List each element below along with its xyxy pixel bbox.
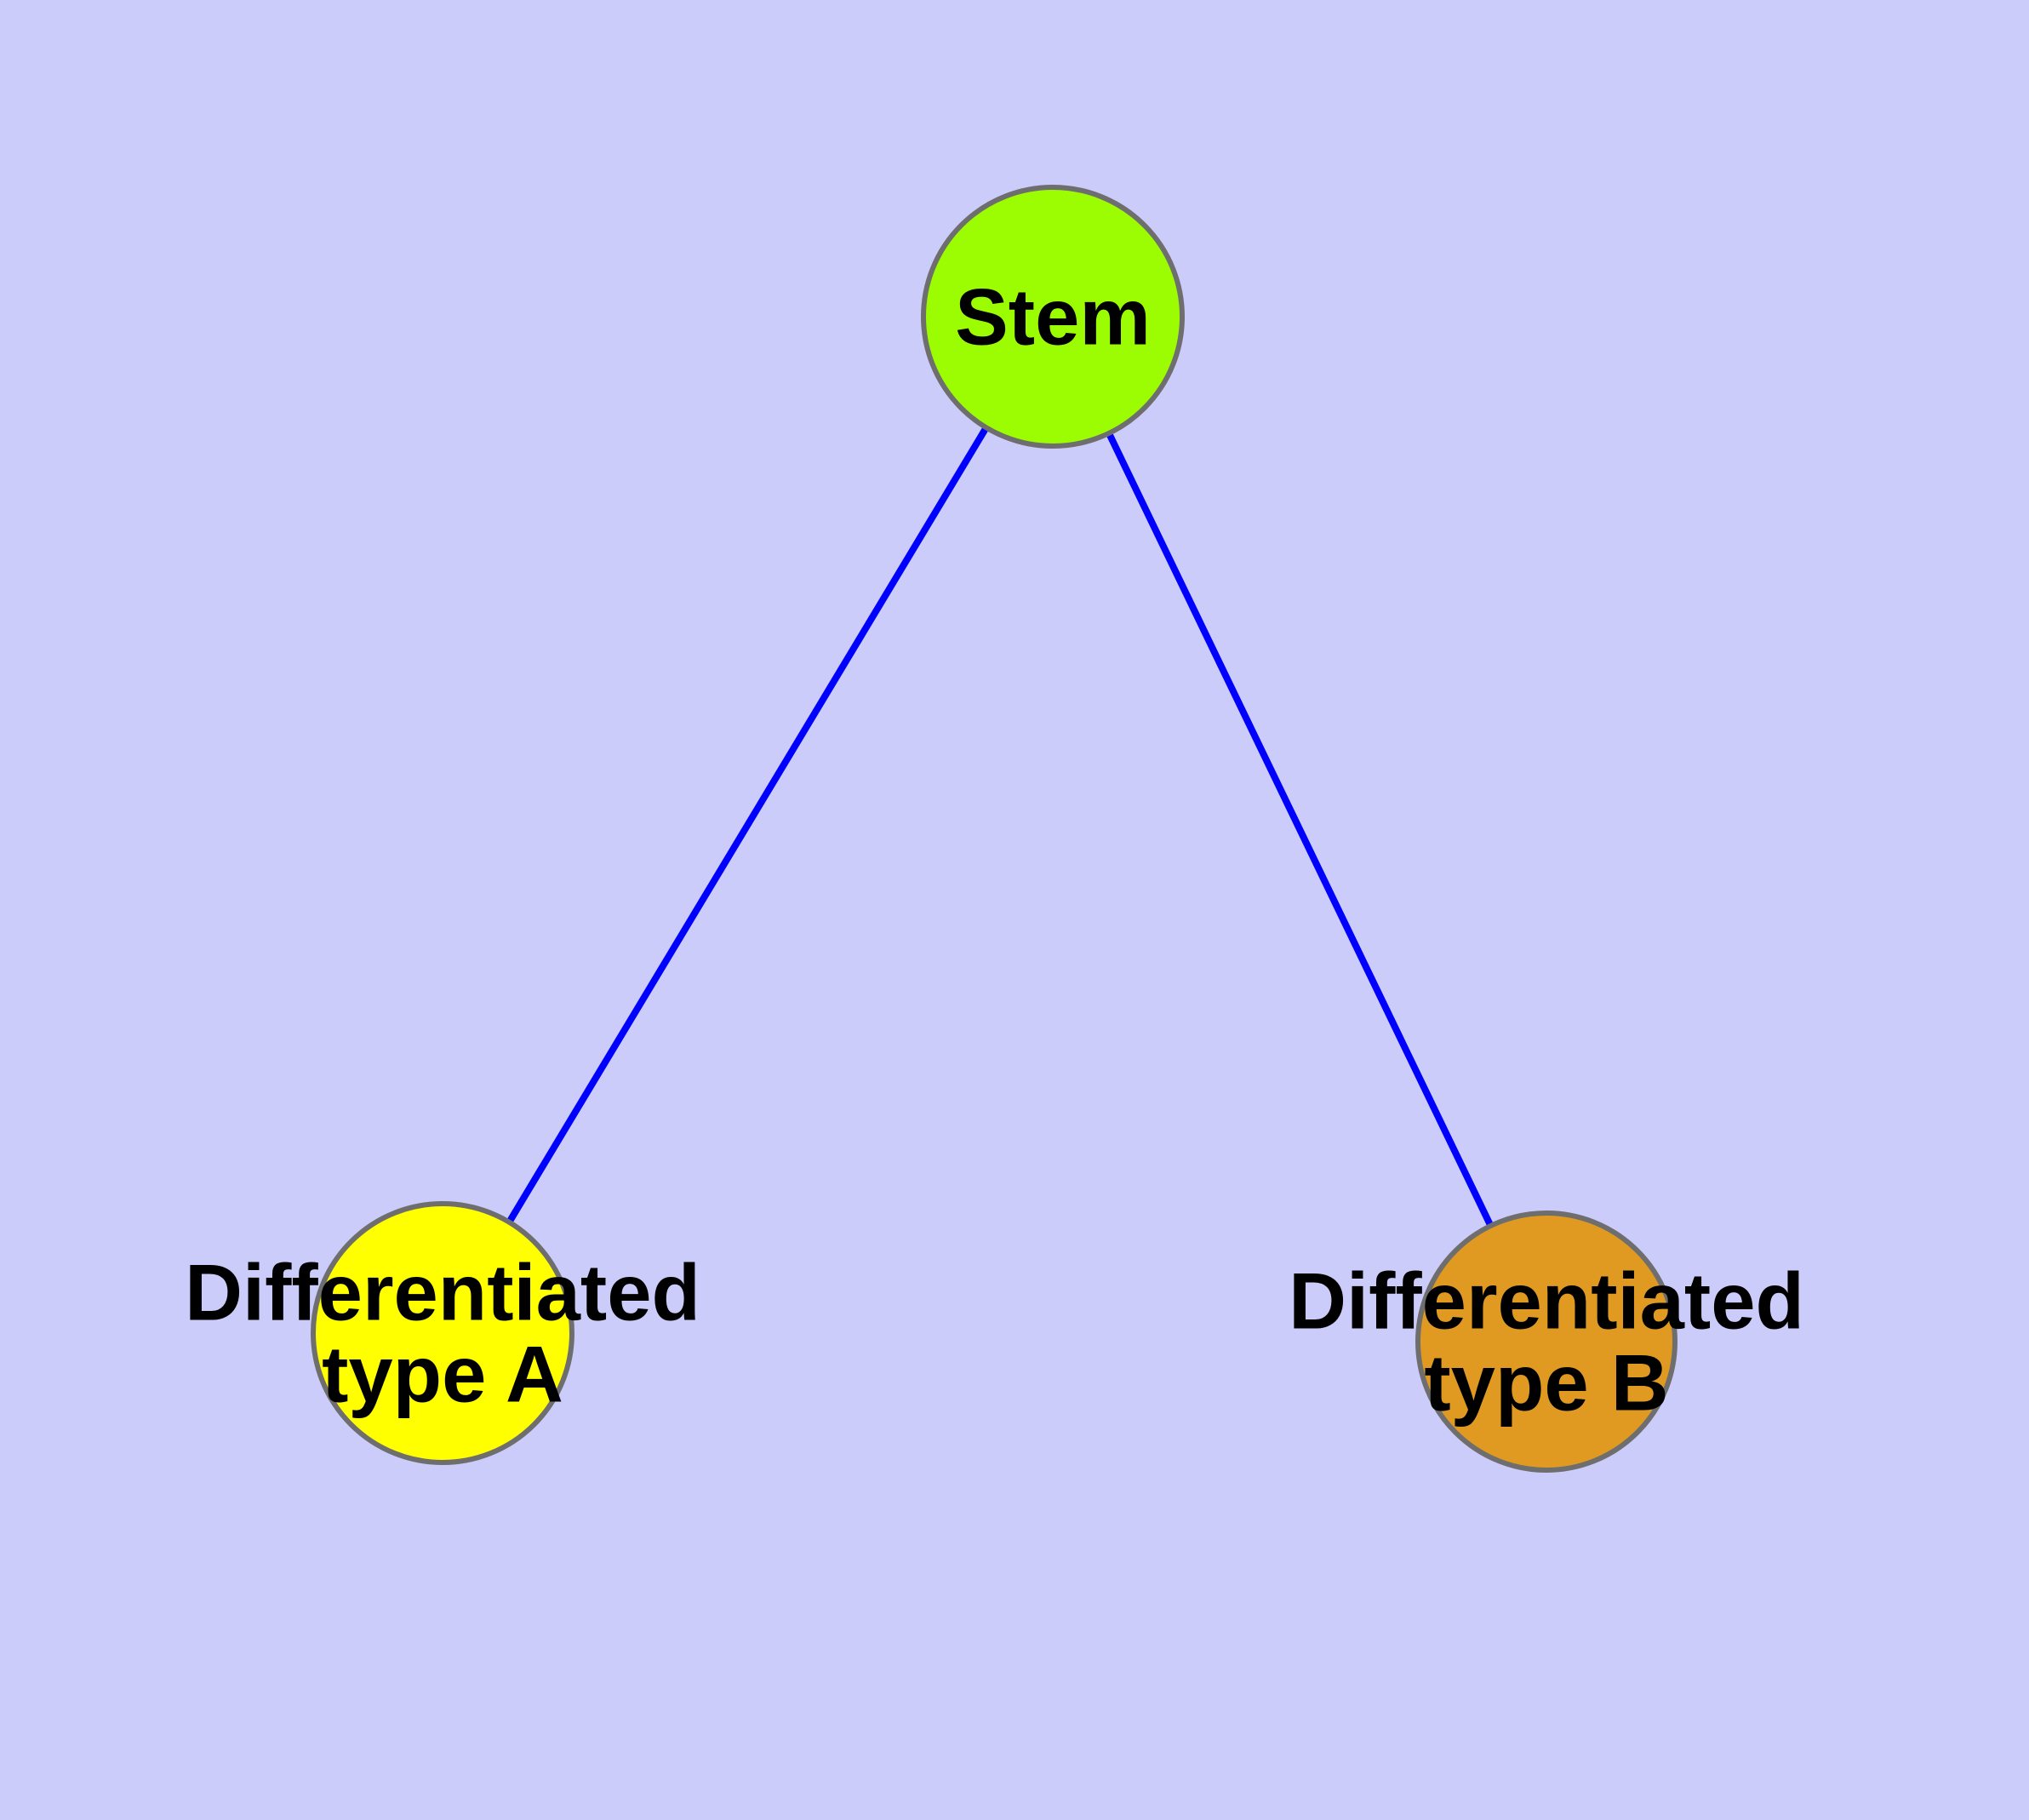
label-line: type B	[1424, 1337, 1668, 1427]
node-diff-b[interactable]	[1415, 1210, 1677, 1473]
edges-layer	[505, 423, 1495, 1230]
node-diff-a[interactable]	[311, 1201, 574, 1465]
label-line: Differentiated	[185, 1247, 700, 1336]
label-line: type A	[322, 1329, 563, 1418]
label-line: Stem	[955, 272, 1151, 361]
node-stem-label: Stem	[955, 272, 1151, 361]
node-stem[interactable]	[921, 185, 1185, 449]
label-line: Differentiated	[1289, 1256, 1804, 1345]
node-stem-circle[interactable]	[921, 185, 1185, 449]
node-diff-b-circle[interactable]	[1415, 1210, 1677, 1473]
node-diff-a-circle[interactable]	[311, 1201, 574, 1465]
edge-stem-to-diff-b[interactable]	[1105, 429, 1495, 1230]
edge-stem-to-diff-a[interactable]	[505, 423, 991, 1227]
nodes-layer	[311, 185, 1677, 1473]
